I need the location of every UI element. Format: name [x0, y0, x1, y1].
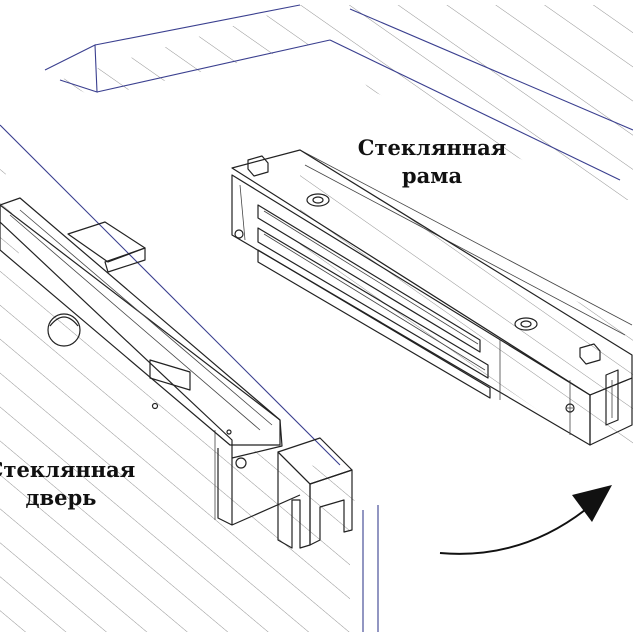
glass-frame-label-line1: Стеклянная — [357, 135, 507, 160]
door-swing-arrow-icon — [439, 485, 612, 555]
magnetic-lock-body — [231, 149, 633, 446]
glass-frame-panel — [44, 4, 633, 445]
armature-plate-bracket — [0, 197, 353, 549]
glass-door-label: Стеклянная дверь — [0, 456, 136, 512]
glass-frame-label: Стеклянная рама — [352, 134, 512, 190]
glass-door-label-line2: дверь — [25, 485, 97, 510]
glass-door-label-line1: Стеклянная — [0, 457, 136, 482]
glass-frame-label-line2: рама — [401, 163, 463, 188]
glass-door-panel — [0, 124, 379, 632]
